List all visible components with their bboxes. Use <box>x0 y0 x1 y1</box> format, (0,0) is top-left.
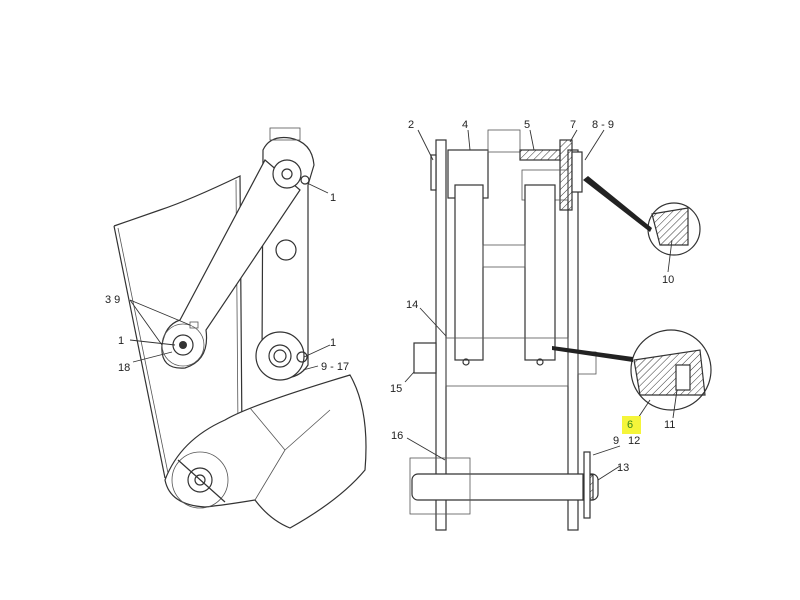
callout-8-9: 8 - 9 <box>592 119 614 131</box>
top-stub <box>269 127 301 141</box>
diagonal-arm <box>161 159 301 369</box>
left-sheave <box>454 184 484 361</box>
bolt-9 <box>583 451 591 519</box>
callout-18: 18 <box>118 362 130 374</box>
left-side-plate <box>435 139 447 531</box>
highlight-6 <box>622 416 641 434</box>
callout-7: 7 <box>570 119 576 131</box>
callout-1: 1 <box>330 192 336 204</box>
part-7 <box>559 139 573 211</box>
detail-circle-10 <box>583 176 701 256</box>
part-2 <box>430 154 437 191</box>
callout-2: 2 <box>408 119 414 131</box>
cross-member <box>482 244 526 268</box>
callout-12: 12 <box>628 435 640 447</box>
part-5 <box>519 149 561 161</box>
callout-6: 6 <box>627 419 633 431</box>
callout-11: 11 <box>664 419 675 431</box>
bolt-8-9 <box>571 151 583 193</box>
bucket <box>164 374 367 529</box>
pivot-bottom <box>171 451 229 509</box>
bottom-pin <box>411 473 599 501</box>
callout-4: 4 <box>462 119 468 131</box>
callout-9-17: 9 - 17 <box>321 361 349 373</box>
right-sheave <box>524 184 556 361</box>
right-section-view: 2 4 5 7 8 - 9 10 14 15 16 6 9 12 11 13 <box>390 119 712 531</box>
callout-3-9: 3 9 <box>105 294 120 306</box>
bottom-hub-left <box>409 457 471 515</box>
callout-1: 1 <box>118 335 124 347</box>
callout-10: 10 <box>662 274 674 286</box>
callout-15: 15 <box>390 383 402 395</box>
pivot-top <box>272 159 310 189</box>
callout-16: 16 <box>391 430 403 442</box>
callout-5: 5 <box>524 119 530 131</box>
part-15 <box>413 342 437 374</box>
frame-plate <box>113 175 243 479</box>
detail-circle-11 <box>552 329 712 411</box>
callout-13: 13 <box>617 462 629 474</box>
callout-9: 9 <box>613 435 619 447</box>
link-hole <box>275 239 297 261</box>
callout-1: 1 <box>330 337 336 349</box>
top-shaft <box>487 129 521 153</box>
left-linkage-view: 1 3 9 1 18 1 9 - 17 <box>105 127 367 529</box>
middle-block <box>445 337 569 387</box>
callout-14: 14 <box>406 299 418 311</box>
pivot-middle <box>255 331 308 381</box>
